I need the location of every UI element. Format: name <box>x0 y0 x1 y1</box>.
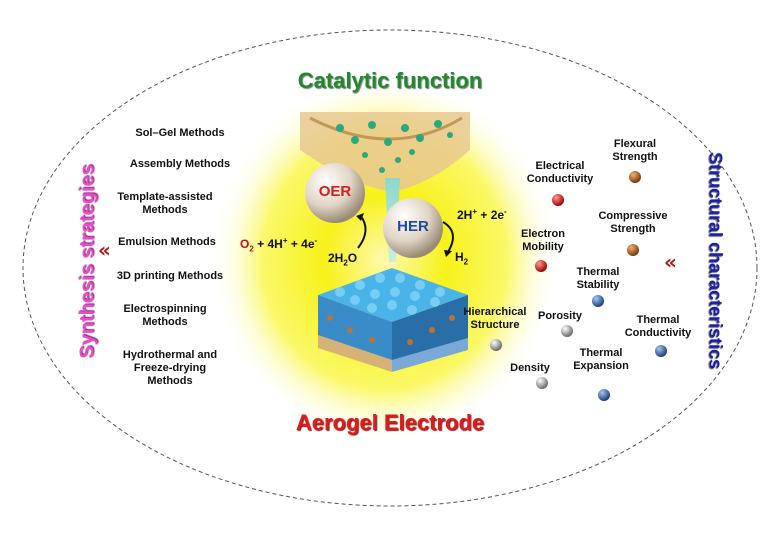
prop-thermal-stability: Thermal Stability <box>576 266 620 291</box>
ball-electron <box>535 260 547 272</box>
ball-thermal-expansion <box>598 389 610 401</box>
her-product: H2 <box>455 250 469 267</box>
method-hydrothermal-freeze-drying: Hydrothermal and Freeze-drying Methods <box>122 349 218 387</box>
ball-hierarchical <box>490 339 502 351</box>
ball-electrical <box>552 194 564 206</box>
outer-dashed-ellipse <box>22 29 758 507</box>
method-template-assisted: Template-assisted Methods <box>117 191 213 216</box>
ball-density <box>536 377 548 389</box>
method-assembly: Assembly Methods <box>129 158 231 170</box>
catalyst-particles <box>336 120 453 173</box>
ball-flexural <box>629 171 641 183</box>
prop-flexural-strength: Flexural Strength <box>612 138 658 163</box>
prop-thermal-expansion: Thermal Expansion <box>573 347 629 372</box>
yellow-glow <box>210 75 560 445</box>
chevron-left-icon: « <box>98 238 111 262</box>
aerogel-electrode-title: Aerogel Electrode <box>295 410 485 435</box>
prop-thermal-conductivity: Thermal Conductivity <box>624 314 692 339</box>
prop-compressive-strength: Compressive Strength <box>598 210 668 235</box>
her-arrow <box>442 221 454 253</box>
her-bubble <box>383 198 443 258</box>
synthesis-strategies-label: Synthesis strategies <box>76 164 99 359</box>
ball-thermal-stability <box>592 295 604 307</box>
prop-hierarchical-structure: Hierarchical Structure <box>463 306 527 331</box>
ball-porosity <box>561 325 573 337</box>
her-equation: 2H+ + 2e- <box>457 207 507 222</box>
prop-porosity: Porosity <box>537 310 582 322</box>
method-emulsion: Emulsion Methods <box>118 236 216 248</box>
method-3d-printing: 3D printing Methods <box>116 270 224 282</box>
prop-electron-mobility: Electron Mobility <box>520 228 565 253</box>
prop-density: Density <box>510 362 550 374</box>
method-sol-gel: Sol–Gel Methods <box>135 127 225 139</box>
oer-equation: O2 + 4H+ + 4e- <box>240 236 318 254</box>
oer-bubble <box>305 163 365 223</box>
method-electrospinning: Electrospinning Methods <box>123 303 207 328</box>
oer-water: 2H2O <box>328 251 358 268</box>
her-label: HER <box>397 218 429 235</box>
aerogel-block <box>318 268 468 372</box>
oer-label: OER <box>318 183 352 200</box>
structural-characteristics-label: Structural characteristics <box>705 151 726 370</box>
prop-electrical-conductivity: Electrical Conductivity <box>526 160 594 185</box>
catalytic-function-title: Catalytic function <box>297 68 483 93</box>
chevron-right-icon: « <box>664 250 677 274</box>
ball-thermal-conductivity <box>655 345 667 357</box>
ball-compressive <box>627 244 639 256</box>
